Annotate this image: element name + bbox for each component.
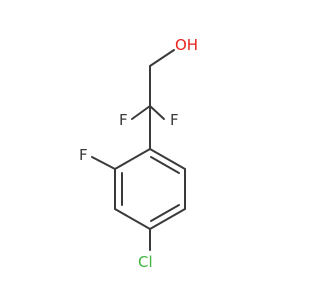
atom-label-hydroxyl: OH: [175, 36, 198, 54]
atom-label-fluorine-ring: F: [79, 146, 88, 164]
atom-labels: OH F F F Cl: [79, 36, 198, 271]
atom-label-fluorine-right: F: [170, 111, 179, 129]
ring-double-c5-c4: [150, 204, 180, 222]
ring-bond-c4-c3: [114, 208, 151, 230]
ring-bond-c2-c1: [114, 148, 151, 170]
bond-o-ch2: [149, 49, 175, 67]
molecule-drawing: OH F F F Cl: [79, 36, 198, 271]
ring-double-c1-c6: [150, 156, 180, 174]
bonds: [91, 49, 186, 251]
atom-label-chlorine: Cl: [138, 253, 153, 271]
ring-bond-c1-c6: [149, 148, 186, 170]
structure-diagram: OH F F F Cl: [79, 36, 198, 271]
ring-bond-c5-c4: [149, 208, 186, 230]
atom-label-fluorine-left: F: [119, 111, 128, 129]
bond-cf2-f-right: [149, 105, 165, 120]
bond-cf2-f-left: [131, 105, 151, 120]
bond-ring-f: [91, 156, 116, 170]
